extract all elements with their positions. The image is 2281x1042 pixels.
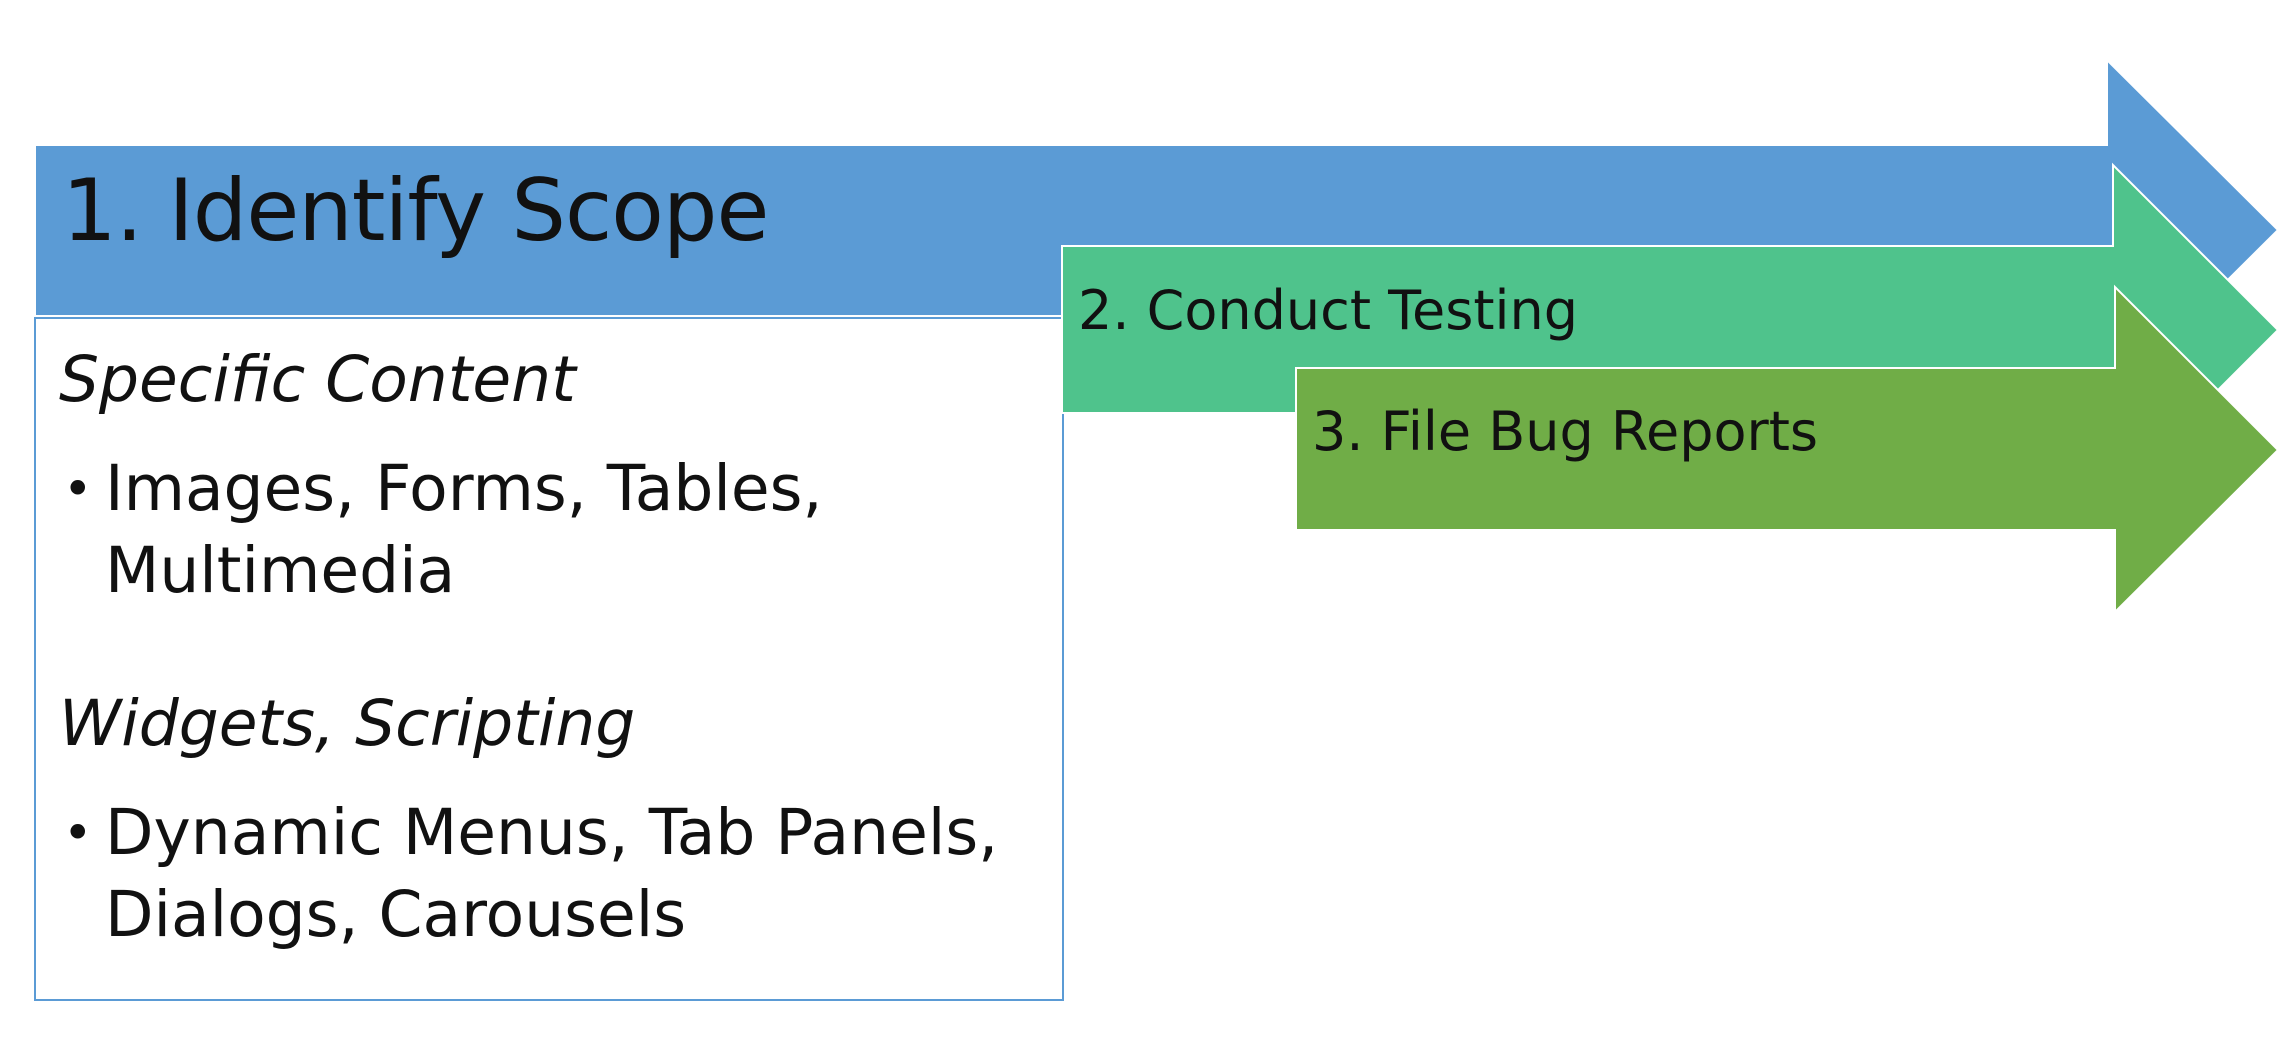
arrow-file-bug-reports <box>1295 284 2280 615</box>
arrow-identify-scope-label: 1. Identify Scope <box>62 161 769 261</box>
bullet-dot-icon: • <box>63 460 93 518</box>
bullet-dot-icon: • <box>63 804 93 862</box>
bullet-line: Dialogs, Carousels <box>105 878 687 951</box>
section-heading-specific-content: Specific Content <box>59 343 576 416</box>
bullet-line: Images, Forms, Tables, <box>105 452 823 525</box>
bullet-item-specific-content: • Images, Forms, Tables, Multimedia <box>59 448 1039 612</box>
bullet-line: Dynamic Menus, Tab Panels, <box>105 796 999 869</box>
bullet-item-widgets-scripting: • Dynamic Menus, Tab Panels, Dialogs, Ca… <box>59 792 1039 956</box>
bullet-line: Multimedia <box>105 534 456 607</box>
arrow-file-bug-reports-label: 3. File Bug Reports <box>1312 400 1819 463</box>
scope-details-box: Specific Content • Images, Forms, Tables… <box>35 318 1063 1000</box>
scope-details-box-border <box>34 317 1064 1001</box>
arrow-conduct-testing-label: 2. Conduct Testing <box>1078 279 1579 342</box>
section-heading-widgets-scripting: Widgets, Scripting <box>59 687 636 760</box>
